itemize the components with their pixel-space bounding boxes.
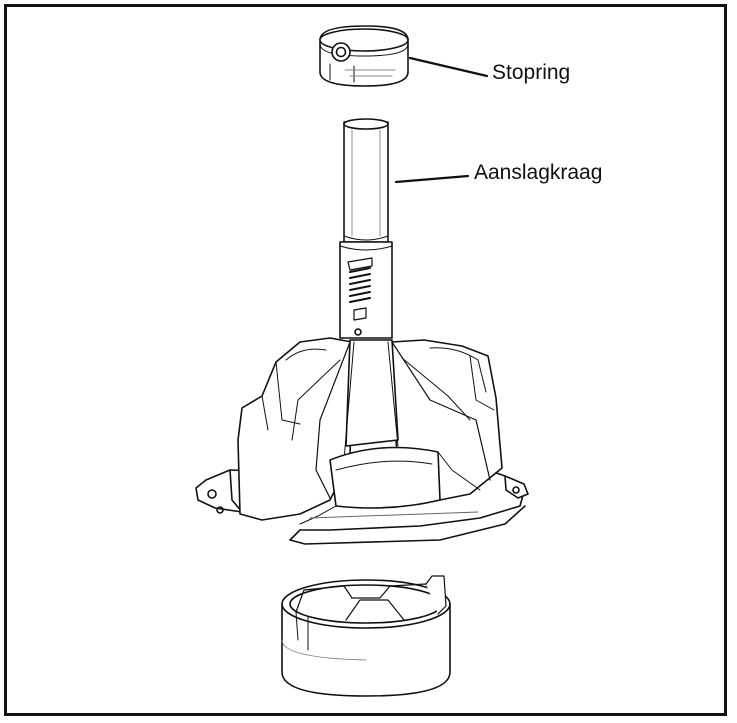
shaft-part (339, 118, 393, 339)
aanslagkraag-label: Aanslagkraag (474, 161, 603, 184)
stopring-leader-line (408, 56, 489, 78)
aanslagkraag-leader-line (394, 174, 470, 184)
stopring-label: Stopring (492, 61, 571, 84)
bottom-cup-part (281, 575, 451, 697)
housing-part (195, 337, 529, 545)
stop-ring-part (319, 25, 409, 87)
